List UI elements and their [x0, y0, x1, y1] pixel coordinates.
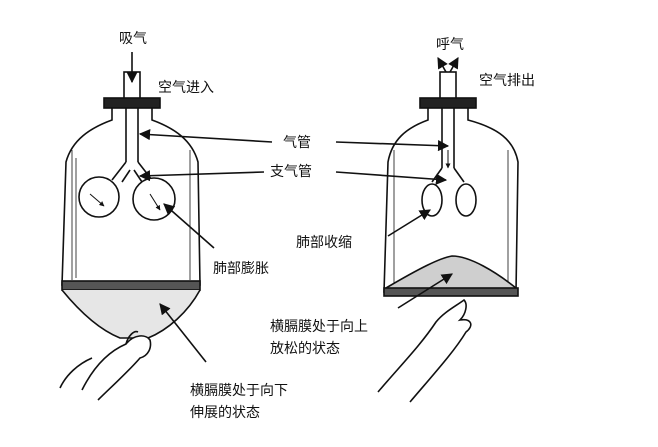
lungs-expand-label: 肺部膨胀	[213, 261, 269, 277]
exhale-model	[377, 57, 519, 403]
right-outlet-tube	[439, 71, 457, 101]
left-lung-left	[78, 176, 120, 218]
right-trachea	[441, 108, 455, 168]
left-stopper	[103, 97, 161, 109]
left-diaphragm-membrane	[61, 289, 201, 339]
inhale-label: 吸气	[119, 31, 147, 47]
air-out-label: 空气排出	[479, 73, 535, 89]
diaphragm-down-label: 横膈膜处于向下伸展的状态	[190, 383, 288, 421]
left-trachea	[125, 108, 139, 162]
right-hand	[377, 298, 472, 403]
lungs-contract-label: 肺部收缩	[296, 235, 352, 251]
inhale-model	[59, 52, 201, 401]
right-lung-right	[455, 183, 477, 217]
left-jar-hatching	[71, 150, 191, 280]
right-diaphragm-dome	[385, 255, 517, 289]
right-lung-left	[421, 183, 443, 217]
diaphragm-up-label: 横膈膜处于向上放松的状态	[270, 319, 368, 357]
right-diaphragm-band	[383, 287, 519, 297]
right-stopper	[419, 97, 477, 109]
exhale-label: 呼气	[436, 37, 464, 53]
left-diaphragm-band	[61, 280, 201, 291]
left-hand	[81, 335, 152, 401]
pointer-arrows	[138, 129, 453, 363]
left-lung-right	[132, 177, 176, 221]
air-in-label: 空气进入	[158, 80, 214, 96]
trachea-label: 气管	[283, 135, 311, 151]
bronchi-label: 支气管	[270, 164, 312, 180]
